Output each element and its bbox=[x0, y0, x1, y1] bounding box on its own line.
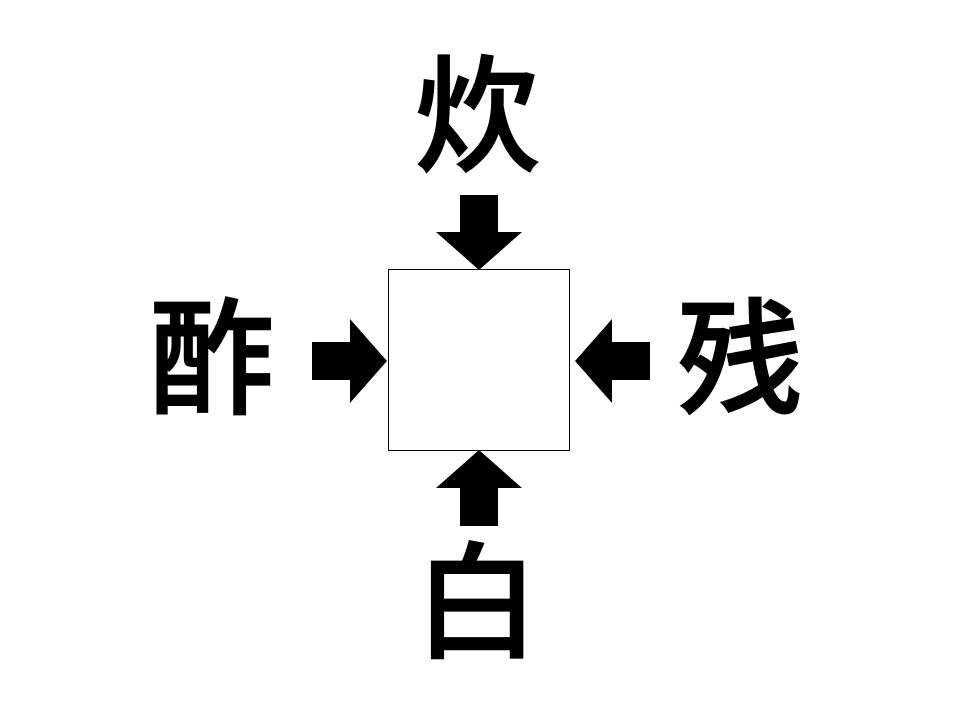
arrow-down-icon bbox=[436, 195, 522, 270]
arrow-right-icon bbox=[312, 319, 387, 403]
kanji-top: 炊 bbox=[414, 46, 539, 190]
kanji-right: 残 bbox=[677, 289, 802, 433]
kanji-bottom: 白 bbox=[414, 533, 539, 677]
answer-box[interactable] bbox=[388, 269, 570, 451]
kanji-left: 酢 bbox=[149, 289, 274, 433]
arrow-left-icon bbox=[575, 319, 650, 403]
arrow-up-icon bbox=[436, 450, 522, 526]
